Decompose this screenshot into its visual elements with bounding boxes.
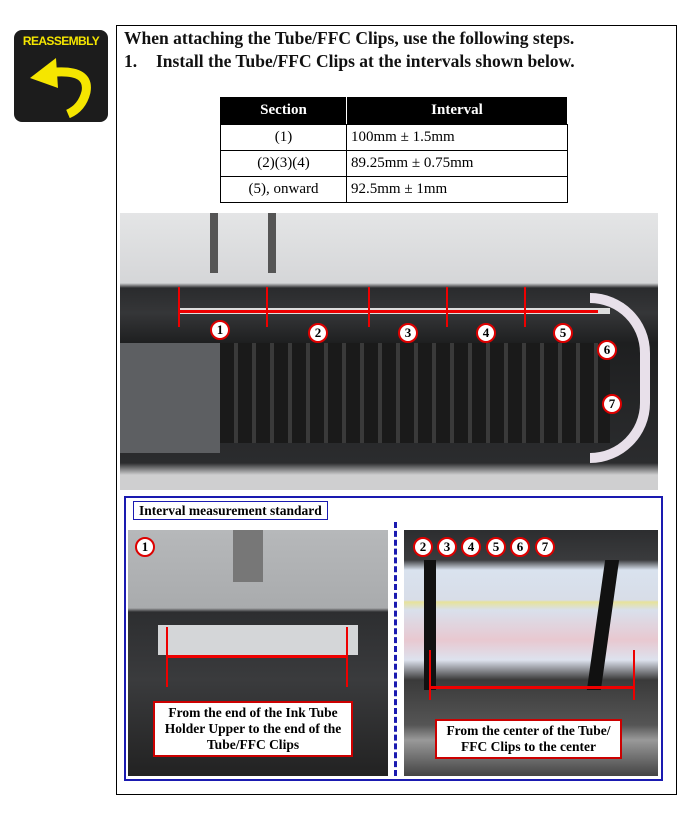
cell-section: (1) (220, 124, 347, 151)
cell-interval: 89.25mm ± 0.75mm (346, 150, 568, 177)
header-interval: Interval (346, 96, 568, 125)
right-caption: From the center of the Tube/ FFC Clips t… (435, 719, 622, 759)
cell-interval: 100mm ± 1.5mm (346, 124, 568, 151)
content-frame (116, 25, 677, 795)
return-arrow-icon (30, 58, 91, 118)
reassembly-label: REASSEMBLY (22, 34, 100, 48)
step-text: Install the Tube/FFC Clips at the interv… (156, 51, 575, 71)
table-row: (2)(3)(4)89.25mm ± 0.75mm (220, 150, 568, 177)
detail-marker-5: 5 (486, 537, 506, 557)
left-caption: From the end of the Ink Tube Holder Uppe… (153, 701, 353, 757)
detail-marker-6: 6 (510, 537, 530, 557)
marker-6: 6 (597, 340, 617, 360)
measurement-standard-box (124, 496, 663, 781)
marker-3: 3 (398, 323, 418, 343)
cell-interval: 92.5mm ± 1mm (346, 176, 568, 203)
detail-marker-3: 3 (437, 537, 457, 557)
header-section: Section (220, 96, 347, 125)
detail-marker-2: 2 (413, 537, 433, 557)
step-number: 1. (124, 51, 138, 71)
measurement-standard-title: Interval measurement standard (133, 501, 328, 520)
marker-5: 5 (553, 323, 573, 343)
marker-7: 7 (602, 394, 622, 414)
heading: When attaching the Tube/FFC Clips, use t… (124, 28, 575, 48)
marker-1: 1 (210, 320, 230, 340)
detail-marker-4: 4 (461, 537, 481, 557)
printer-carriage-photo (120, 213, 658, 490)
detail-marker-7: 7 (535, 537, 555, 557)
cell-section: (5), onward (220, 176, 347, 203)
reassembly-icon: REASSEMBLY (14, 30, 108, 122)
cell-section: (2)(3)(4) (220, 150, 347, 177)
divider (394, 522, 397, 776)
table-row: (1)100mm ± 1.5mm (220, 124, 568, 151)
detail-marker-1: 1 (135, 537, 155, 557)
marker-4: 4 (476, 323, 496, 343)
marker-2: 2 (308, 323, 328, 343)
